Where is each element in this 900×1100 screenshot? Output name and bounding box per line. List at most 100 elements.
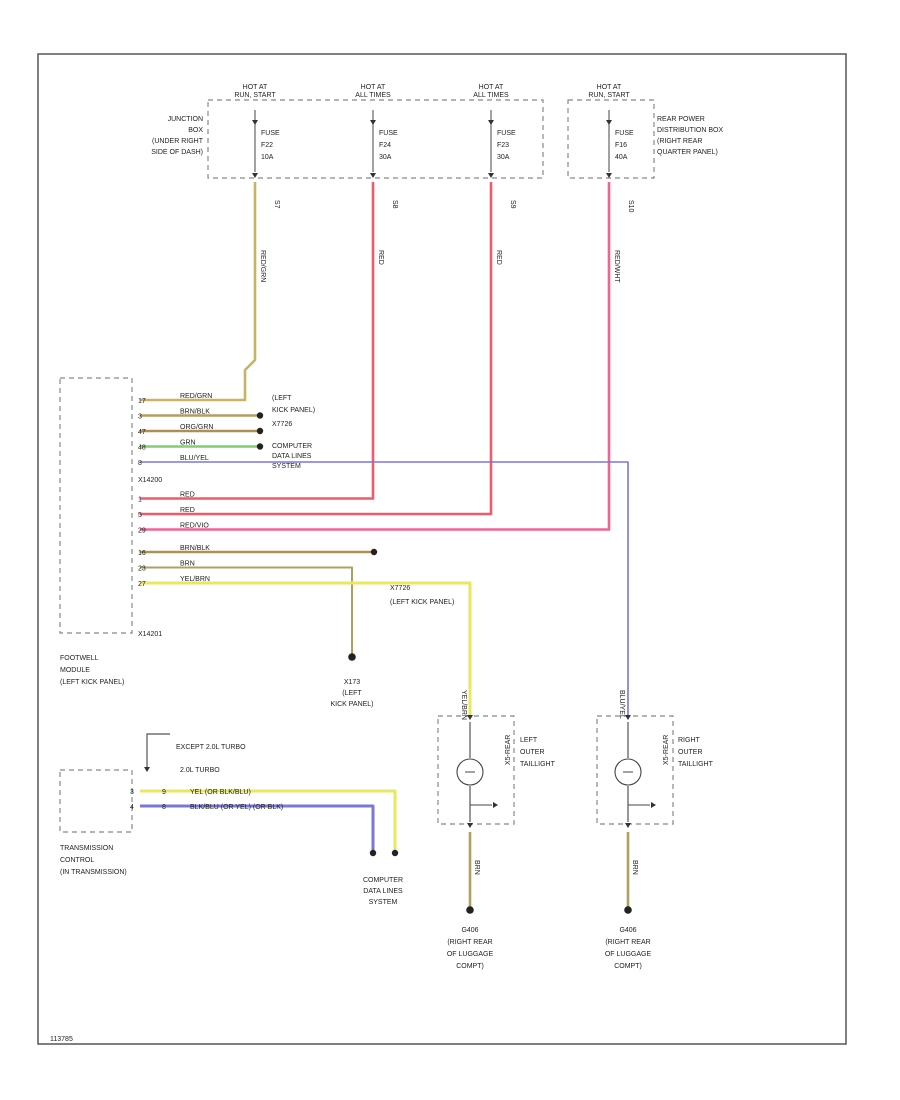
wire-transmission-yel: [140, 789, 397, 850]
module-pin-color-4: BLU/YEL: [180, 455, 209, 462]
taillight-arrow-bottom-1: [625, 823, 631, 828]
fuse-splice-0: S7: [273, 200, 280, 209]
taillight-wire-bottom-1: BRN: [631, 860, 638, 875]
ref-computer-data-line-1: DATA LINES: [272, 453, 312, 460]
wire-transmission-blk-blu: [140, 804, 375, 850]
wire-pin-23-to-ground: [140, 566, 353, 655]
wire-f16-to-pin29: [140, 182, 611, 531]
splice-dot-pin-3: [256, 412, 264, 419]
module-pin-color-2: ORG/GRN: [180, 424, 213, 431]
taillight-ground-label-1-line-0: G406: [619, 927, 636, 934]
taillight-ground-label-0-line-2: OF LUGGAGE: [447, 951, 494, 958]
taillight-ground-label-1-line-1: (RIGHT REAR: [605, 939, 650, 946]
wire-f23-to-pin5: [140, 182, 493, 516]
taillight-ground-label-0-line-1: (RIGHT REAR: [447, 939, 492, 946]
transmission-computer-label-line-0: COMPUTER: [363, 877, 403, 884]
taillight-label-1-line-0: RIGHT: [678, 737, 701, 744]
ref-x7726-bottom-1: (LEFT KICK PANEL): [390, 599, 454, 606]
module-pin-number-0: 17: [138, 398, 146, 405]
taillight-connector-1: X5-REAR: [663, 735, 670, 765]
taillight-label-1-line-2: TAILLIGHT: [678, 761, 714, 768]
module-pin-color-1: BRN/BLK: [180, 409, 210, 416]
fuse-word-1: FUSE: [379, 130, 398, 137]
rear-power-box-label-line-2: (RIGHT REAR: [657, 138, 702, 145]
ref-computer-data-line-0: COMPUTER: [272, 443, 312, 450]
fuse-word-3: FUSE: [615, 130, 634, 137]
fuse-arrow-top-0: [252, 120, 258, 125]
fuse-hot-label-3-line-0: HOT AT: [597, 84, 622, 91]
transmission-control-name-line-2: (IN TRANSMISSION): [60, 869, 127, 876]
footwell-module-name-line-2: (LEFT KICK PANEL): [60, 679, 124, 686]
ground-x173-label-line-1: (LEFT: [342, 690, 362, 697]
taillight-ground-label-0-line-0: G406: [461, 927, 478, 934]
computer-dot-2: [391, 849, 399, 857]
module-pin-number-4: 8: [138, 460, 142, 467]
ground-x173-label-line-0: X173: [344, 679, 360, 686]
module-connector-bottom: X14201: [138, 631, 162, 638]
fuse-hot-label-2-line-1: ALL TIMES: [473, 92, 509, 99]
wire-pin-27-to-left-taillight: [140, 581, 472, 716]
fuse-hot-label-0-line-0: HOT AT: [243, 84, 268, 91]
fuse-hot-label-0-line-1: RUN, START: [234, 92, 276, 99]
wire-f24-to-pin1: [140, 182, 375, 500]
module-pin-color-5: RED: [180, 492, 195, 499]
junction-box-label-line-3: SIDE OF DASH): [151, 149, 203, 156]
fuse-arrow-bottom-2: [488, 173, 494, 178]
ref-left-kick-1: KICK PANEL): [272, 407, 315, 414]
ground-dot-1: [624, 906, 632, 914]
transmission-row2-pin-0: 4: [130, 804, 134, 811]
ground-dot-x173: [348, 653, 356, 661]
fuse-number-1: F24: [379, 142, 391, 149]
transmission-turbo-label: 2.0L TURBO: [180, 767, 220, 774]
ref-left-kick-2: X7726: [272, 421, 292, 428]
rear-power-box-outline: [567, 99, 655, 179]
taillight-label-0-line-2: TAILLIGHT: [520, 761, 556, 768]
module-pin-color-10: YEL/BRN: [180, 576, 210, 583]
fuse-hot-label-3-line-1: RUN, START: [588, 92, 630, 99]
taillight-ground-label-1-line-2: OF LUGGAGE: [605, 951, 652, 958]
fuse-arrow-top-2: [488, 120, 494, 125]
rear-power-box-label-line-0: REAR POWER: [657, 116, 705, 123]
transmission-computer-label-line-1: DATA LINES: [363, 888, 403, 895]
wire-blu-yel-to-right-taillight: [140, 461, 629, 716]
fuse-splice-2: S9: [509, 200, 516, 209]
fuse-hot-label-2-line-0: HOT AT: [479, 84, 504, 91]
module-pin-color-0: RED/GRN: [180, 393, 212, 400]
ref-computer-data-line-2: SYSTEM: [272, 463, 301, 470]
taillight-wire-top-0: YEL/BRN: [460, 690, 467, 720]
rear-power-box-label-line-3: QUARTER PANEL): [657, 149, 718, 156]
fuse-amps-1: 30A: [379, 154, 392, 161]
taillight-arrow-top-1: [625, 715, 631, 720]
computer-dot-1: [369, 849, 377, 857]
fuse-splice-1: S8: [391, 200, 398, 209]
fuse-word-0: FUSE: [261, 130, 280, 137]
junction-box-label-line-1: BOX: [188, 127, 203, 134]
wire-f22-to-pin17: [140, 182, 257, 402]
fuse-arrow-top-1: [370, 120, 376, 125]
fuse-word-2: FUSE: [497, 130, 516, 137]
module-pin-number-2: 47: [138, 429, 146, 436]
fuse-arrow-top-3: [606, 120, 612, 125]
bulb-icon: [456, 758, 484, 786]
bulb-icon: [614, 758, 642, 786]
module-pin-number-7: 29: [138, 528, 146, 535]
module-pin-color-9: BRN: [180, 561, 195, 568]
module-pin-number-5: 1: [138, 497, 142, 504]
module-pin-color-8: BRN/BLK: [180, 545, 210, 552]
fuse-amps-2: 30A: [497, 154, 510, 161]
module-pin-number-9: 23: [138, 566, 146, 573]
fuse-splice-3: S10: [627, 200, 634, 213]
fuse-number-3: F16: [615, 142, 627, 149]
transmission-row1-pin-1: 9: [162, 789, 166, 796]
splice-dot-pin-48: [256, 443, 264, 450]
transmission-row1-pin-0: 3: [130, 789, 134, 796]
wires-layer: [140, 182, 630, 908]
taillight-wire-top-1: BLU/YEL: [618, 690, 625, 719]
footer-code: 113785: [50, 1036, 73, 1043]
ref-x7726-bottom-0: X7726: [390, 585, 410, 592]
ground-x173-label-line-2: KICK PANEL): [330, 701, 373, 708]
footwell-module-outline: [59, 377, 133, 634]
fuse-arrow-bottom-0: [252, 173, 258, 178]
transmission-except-label: EXCEPT 2.0L TURBO: [176, 744, 246, 751]
